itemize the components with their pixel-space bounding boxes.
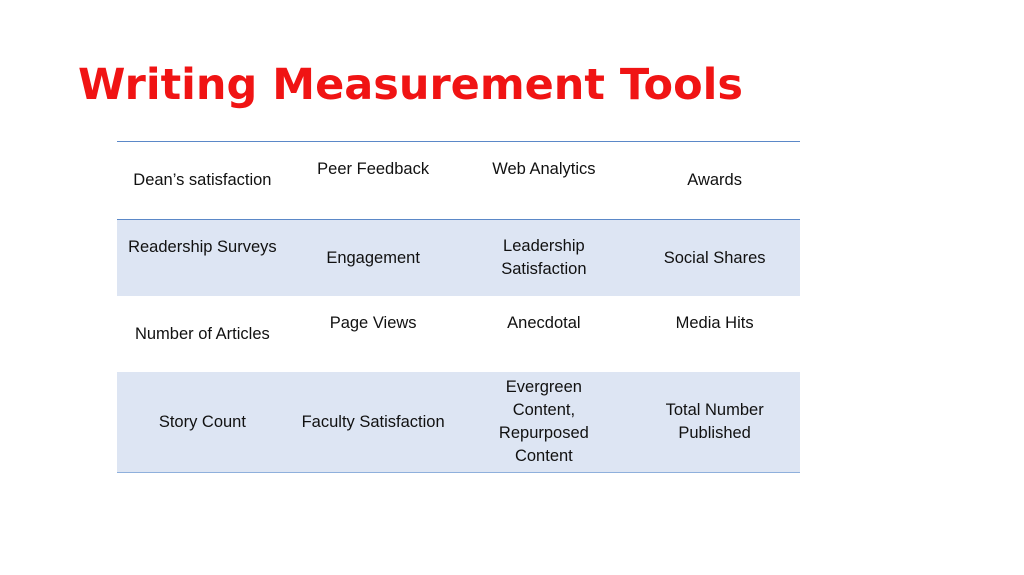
- cell-text: Leadership Satisfaction: [501, 237, 587, 278]
- cell-text: Page Views: [329, 314, 417, 332]
- cell-text: Anecdotal: [507, 314, 581, 332]
- cell-text: Number of Articles: [134, 324, 270, 343]
- cell-text: Dean’s satisfaction: [133, 171, 272, 189]
- table-cell: Social Shares: [629, 220, 800, 296]
- table-cell: Page Views: [288, 296, 459, 372]
- cell-text: Faculty Satisfaction: [301, 412, 445, 431]
- cell-text: Awards: [687, 171, 742, 189]
- slide-title: Writing Measurement Tools: [78, 60, 743, 110]
- table-cell: Dean’s satisfaction: [117, 142, 288, 219]
- table-cell: Story Count: [117, 372, 288, 472]
- table-cell: Media Hits: [629, 296, 800, 372]
- table-row: Number of Articles Page Views Anecdotal …: [117, 296, 800, 372]
- cell-text: Peer Feedback: [317, 160, 430, 178]
- table-cell: Total Number Published: [629, 372, 800, 472]
- table-cell: Leadership Satisfaction: [459, 220, 630, 296]
- table-cell: Web Analytics: [459, 142, 630, 219]
- table-cell: Awards: [629, 142, 800, 219]
- cell-text: Social Shares: [663, 248, 766, 267]
- measurement-tools-table: Dean’s satisfaction Peer Feedback Web An…: [117, 141, 800, 473]
- table-row: Story Count Faculty Satisfaction Evergre…: [117, 372, 800, 472]
- cell-text: Engagement: [326, 248, 420, 267]
- cell-text: Media Hits: [675, 314, 754, 332]
- table-row: Dean’s satisfaction Peer Feedback Web An…: [117, 142, 800, 220]
- table-cell: Peer Feedback: [288, 142, 459, 219]
- cell-text: Story Count: [158, 412, 246, 431]
- cell-text: Readership Surveys: [128, 238, 277, 256]
- table-cell: Anecdotal: [459, 296, 630, 372]
- table-cell: Readership Surveys: [117, 220, 288, 296]
- cell-text: Total Number Published: [665, 401, 764, 442]
- table-cell: Engagement: [288, 220, 459, 296]
- table-row: Readership Surveys Engagement Leadership…: [117, 220, 800, 296]
- cell-text: Evergreen Content, Repurposed Content: [498, 378, 589, 465]
- cell-text: Web Analytics: [492, 160, 596, 178]
- table-cell: Faculty Satisfaction: [288, 372, 459, 472]
- table-cell: Evergreen Content, Repurposed Content: [459, 372, 630, 472]
- table-cell: Number of Articles: [117, 296, 288, 372]
